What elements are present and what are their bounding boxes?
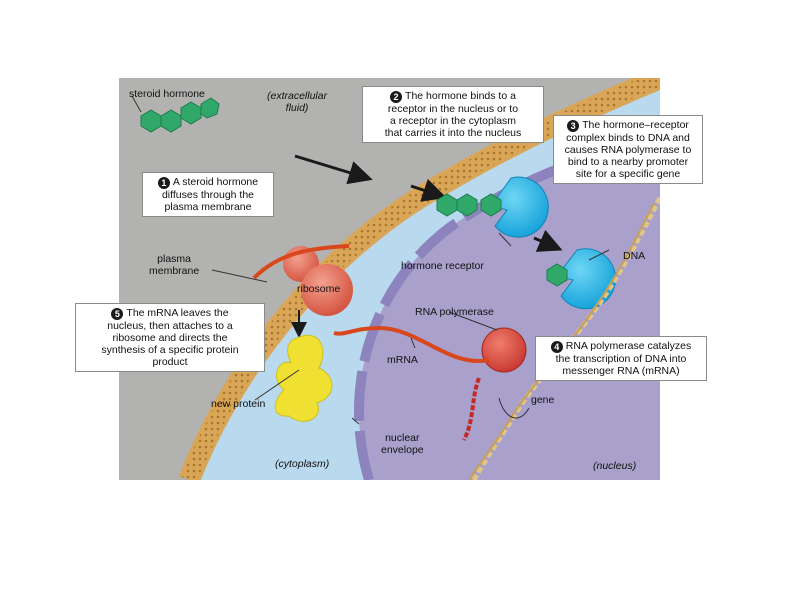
mrna-strand — [333, 325, 490, 364]
hormone-receptor-label: hormone receptor — [401, 260, 484, 272]
gene-label: gene — [531, 394, 555, 406]
nuclear-envelope-leader — [351, 417, 360, 425]
step-4-number: 4 — [550, 341, 563, 353]
rna-polymerase-label: RNA polymerase — [415, 306, 494, 318]
plasma-membrane-label: plasma membrane — [149, 253, 200, 277]
mrna-leader — [410, 337, 416, 349]
step-5-number: 5 — [111, 308, 124, 320]
dna-leader — [588, 249, 610, 261]
step-3-number: 3 — [567, 120, 580, 132]
plasma-membrane-leader — [211, 269, 268, 283]
step-4-text: RNA polymerase catalyzes the transcripti… — [555, 340, 692, 377]
steroid-hormone-diagram: steroid hormone (extracellular fluid) pl… — [75, 78, 707, 480]
steroid-hormone-leader — [131, 95, 142, 113]
step-5-text: The mRNA leaves the nucleus, then attach… — [101, 307, 239, 368]
step-2-text: The hormone binds to a receptor in the n… — [384, 90, 522, 139]
steroid-hormone-molecule — [140, 97, 220, 133]
nucleus-region — [358, 140, 660, 480]
new-protein-label: new protein — [211, 398, 266, 410]
cytoplasm-label: (cytoplasm) — [275, 458, 330, 470]
rna-polymerase — [481, 327, 527, 373]
new-protein-leader — [254, 369, 300, 401]
hormone-receptor-leader — [498, 232, 512, 247]
gene-leader — [498, 397, 530, 419]
hormone-receptor — [480, 176, 549, 238]
extracellular-fluid-label: (extracellular fluid) — [267, 90, 328, 114]
rna-polymerase-leader — [448, 311, 498, 331]
step-3-text: The hormone–receptor complex binds to DN… — [564, 119, 692, 180]
step-1-number: 1 — [157, 177, 170, 189]
mrna-label: mRNA — [387, 354, 418, 366]
ribosome — [252, 244, 353, 316]
hormone-in-nucleus — [410, 178, 478, 217]
diffusion-arrow — [294, 154, 373, 185]
steroid-hormone-label: steroid hormone — [129, 88, 205, 100]
new-protein-molecule — [274, 334, 333, 422]
new-mrna-strand — [462, 377, 481, 441]
step-2-number: 2 — [390, 91, 403, 103]
receptor-arrow — [533, 229, 563, 252]
dna-label: DNA — [623, 250, 646, 262]
nuclear-envelope-label: nuclear envelope — [381, 432, 424, 456]
plasma-membrane-heads — [181, 78, 660, 480]
step-1-text: A steroid hormone diffuses through the p… — [161, 176, 259, 213]
ribosome-label: ribosome — [297, 283, 341, 295]
nucleus-label: (nucleus) — [593, 460, 637, 472]
receptor-dna-complex — [546, 248, 617, 310]
